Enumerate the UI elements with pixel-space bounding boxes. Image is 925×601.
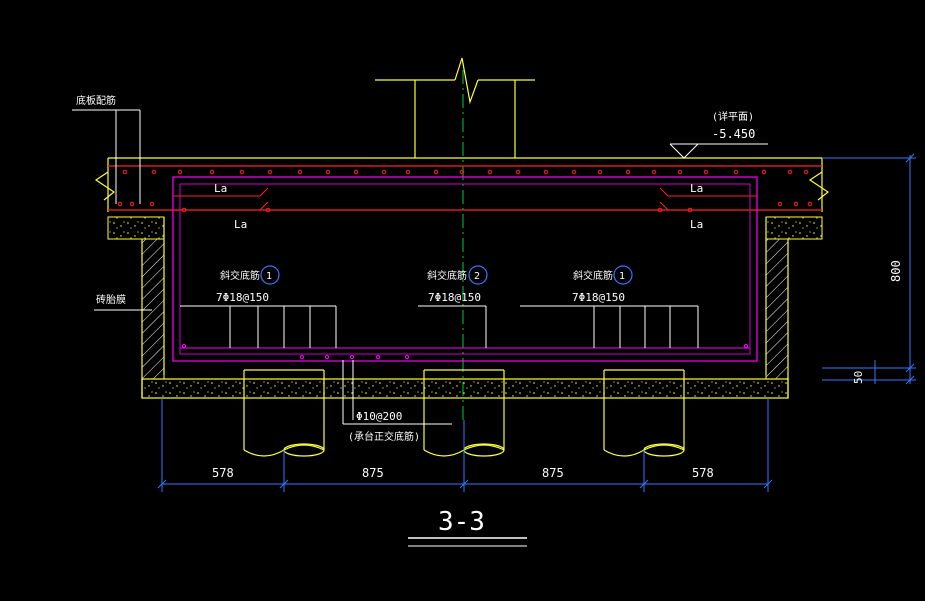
label-diag-mid-spec: 7Φ18@150 [428,291,481,304]
label-ortho-name: (承台正交底筋) [348,430,420,443]
rebar-dot [405,169,411,175]
label-lap-bottom-left: La [234,218,247,231]
label-brick-mould: 砖胎膜 [96,293,126,306]
label-diag-mid-no: 2 [474,271,480,282]
dim-depth: 800 [889,260,903,282]
brick-mould-left [141,238,165,380]
slab-left-concrete [107,216,165,240]
top-rebar-dots [122,169,809,175]
rebar-dot [151,169,157,175]
rebar-dot [761,169,767,175]
slab-right-concrete [765,216,823,240]
rebar-dot [325,169,331,175]
rebar-dot [803,169,809,175]
label-diag-left-name: 斜交底筋 [220,269,260,282]
label-diag-left-spec: 7Φ18@150 [216,291,269,304]
dim-bottom-1: 578 [212,466,234,480]
rebar-dot [209,169,215,175]
mark-circles [260,265,633,285]
label-slab-bottom-rebar: 底板配筋 [76,94,116,107]
label-diag-right-spec: 7Φ18@150 [572,291,625,304]
column-stub [375,57,535,158]
label-lap-top-left: La [214,182,227,195]
rebar-dot [543,169,549,175]
label-lap-bottom-right: La [690,218,703,231]
label-diag-right-name: 斜交底筋 [573,269,613,282]
stirrup [172,176,758,362]
rebar-dot [487,169,493,175]
rebar-dot [353,169,359,175]
rebar-dot [733,169,739,175]
rebar-dot [677,169,683,175]
rebar-dot [267,169,273,175]
dim-cover: 50 [852,371,865,384]
rebar-dot [597,169,603,175]
dimension-lines [157,153,916,492]
label-floor-value: -5.450 [712,127,755,141]
dim-bottom-2: 875 [362,466,384,480]
rebar-dot [177,169,183,175]
rebar-dot [239,169,245,175]
label-ortho-spec: Φ10@200 [356,410,402,423]
section-title: 3-3 [438,507,485,537]
rebar-dot [297,169,303,175]
lap-lines [173,187,757,211]
rebar-dot [651,169,657,175]
rebar-dot [571,169,577,175]
label-lap-top-right: La [690,182,703,195]
label-diag-mid-name: 斜交底筋 [427,269,467,282]
rebar-dot [381,169,387,175]
dim-bottom-4: 578 [692,466,714,480]
rebar-dot [433,169,439,175]
brick-mould-right [765,238,789,380]
rebar-dot [703,169,709,175]
rebar-leaders [72,109,768,425]
pit-outline [141,217,789,398]
rebar-dot [515,169,521,175]
label-diag-right-no: 1 [619,271,625,282]
label-floor-note: (详平面) [712,110,754,123]
rebar-dot [625,169,631,175]
rebar-dot [122,169,128,175]
rebar-dot [459,169,465,175]
slab [94,157,830,212]
rebar-dot [787,169,793,175]
dim-bottom-3: 875 [542,466,564,480]
ortho-dots [181,343,749,360]
label-diag-left-no: 1 [266,271,272,282]
bottom-cushion [141,378,789,399]
